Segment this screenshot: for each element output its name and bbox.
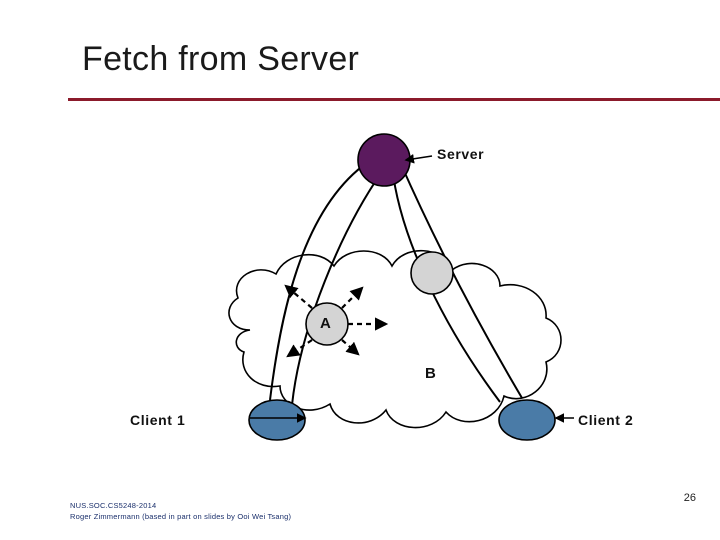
fetch-from-server-diagram: Server Client 1 Client 2 A B — [0, 100, 720, 460]
page-title: Fetch from Server — [82, 40, 360, 78]
footer-line-1: NUS.SOC.CS5248-2014 — [70, 501, 157, 510]
client2-label: Client 2 — [578, 412, 634, 428]
peer-a-label: A — [320, 315, 331, 332]
peer-a-transfer-arrows — [284, 284, 389, 358]
slide-footer: NUS.SOC.CS5248-2014 Roger Zimmermann (ba… — [70, 500, 291, 522]
client1-node — [248, 399, 306, 441]
diagram-canvas — [228, 133, 574, 441]
peer-b-node — [410, 251, 454, 295]
peer-b-label: B — [425, 365, 436, 382]
page-number: 26 — [683, 492, 696, 504]
server-node — [357, 133, 411, 187]
client1-label: Client 1 — [130, 412, 186, 428]
title-divider — [68, 98, 720, 101]
server-label-arrow — [404, 154, 433, 164]
footer-line-2: Roger Zimmermann (based in part on slide… — [70, 512, 292, 521]
client2-node — [498, 399, 556, 441]
network-cloud-icon — [228, 249, 562, 429]
server-label: Server — [437, 146, 485, 162]
